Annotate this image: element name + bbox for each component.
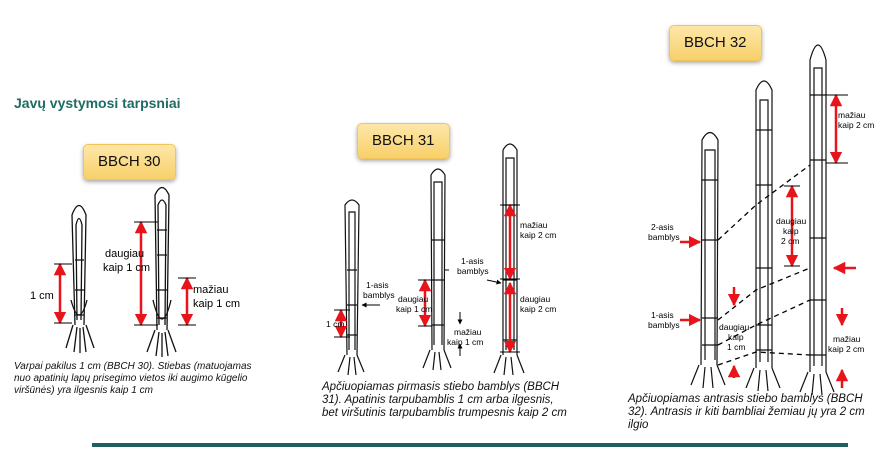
label-more-1cm-b: kaip 1 cm [103, 262, 150, 274]
label-more-1cm-32-b: kaip [728, 332, 744, 342]
label-more-1cm-31-a: daugiau [398, 294, 429, 304]
label-less-2cm-32low-b: kaip 2 cm [828, 344, 864, 354]
plant-bbch32-b [745, 80, 781, 392]
label-more-1cm-32-a: daugiau [719, 322, 750, 332]
plant-bbch31-b [422, 168, 452, 371]
page-title: Javų vystymosi tarpsniai [14, 95, 181, 111]
plant-bbch31-a [337, 199, 365, 376]
label-more-1cm-32-c: 1 cm [727, 342, 745, 352]
label-more-2cm-32-a: daugiau [776, 216, 807, 226]
caption-bbch-30: Varpai pakilus 1 cm (BBCH 30). Stiebas (… [14, 361, 252, 396]
label-1cm-bbch31: 1 cm [326, 319, 344, 329]
label-more-1cm-a: daugiau [105, 248, 144, 260]
plant-bbch32-a [690, 131, 726, 389]
label-more-2cm-31-b: kaip 2 cm [520, 304, 556, 314]
label-more-2cm-31-a: daugiau [520, 294, 551, 304]
node-connectors [717, 164, 811, 366]
label-node1b-a: 1-asis [461, 256, 484, 266]
label-node1-b: bamblys [363, 290, 395, 300]
label-less-2cm-32top-b: kaip 2 cm [838, 120, 874, 130]
label-more-2cm-32-c: 2 cm [781, 236, 799, 246]
label-less-1cm-b: kaip 1 cm [193, 298, 240, 310]
label-more-2cm-32-b: kaip [783, 226, 799, 236]
label-less-1cm-a: mažiau [193, 284, 228, 296]
label-node2-a: 2-asis [651, 222, 674, 232]
plant-bbch30-a [65, 204, 95, 353]
badge-bbch-31: BBCH 31 [357, 123, 450, 159]
caption-bbch-32: Apčiuopiamas antrasis stiebo bamblys (BB… [628, 393, 865, 431]
label-node1-a: 1-asis [366, 280, 389, 290]
caption-bbch-31: Apčiuopiamas pirmasis stiebo bamblys (BB… [322, 381, 567, 419]
label-more-1cm-31-b: kaip 1 cm [396, 304, 432, 314]
label-less-2cm-32low-a: mažiau [833, 334, 861, 344]
label-1cm-bbch30: 1 cm [30, 290, 54, 302]
label-less-2cm-31-a: mažiau [520, 220, 548, 230]
badge-bbch-30: BBCH 30 [83, 144, 176, 180]
label-node1b-b: bamblys [457, 266, 489, 276]
bottom-divider [92, 443, 848, 447]
label-less-2cm-32top-a: mažiau [838, 110, 866, 120]
badge-bbch-32: BBCH 32 [669, 25, 762, 61]
label-less-2cm-31-b: kaip 2 cm [520, 230, 556, 240]
label-less-1cm-31-a: mažiau [454, 327, 482, 337]
plant-bbch32-c [799, 44, 835, 396]
label-node2-b: bamblys [648, 232, 680, 242]
label-node1-32-b: bamblys [648, 320, 680, 330]
label-node1-32-a: 1-asis [651, 310, 674, 320]
label-less-1cm-31-b: kaip 1 cm [447, 337, 483, 347]
plant-bbch30-b [146, 186, 177, 357]
